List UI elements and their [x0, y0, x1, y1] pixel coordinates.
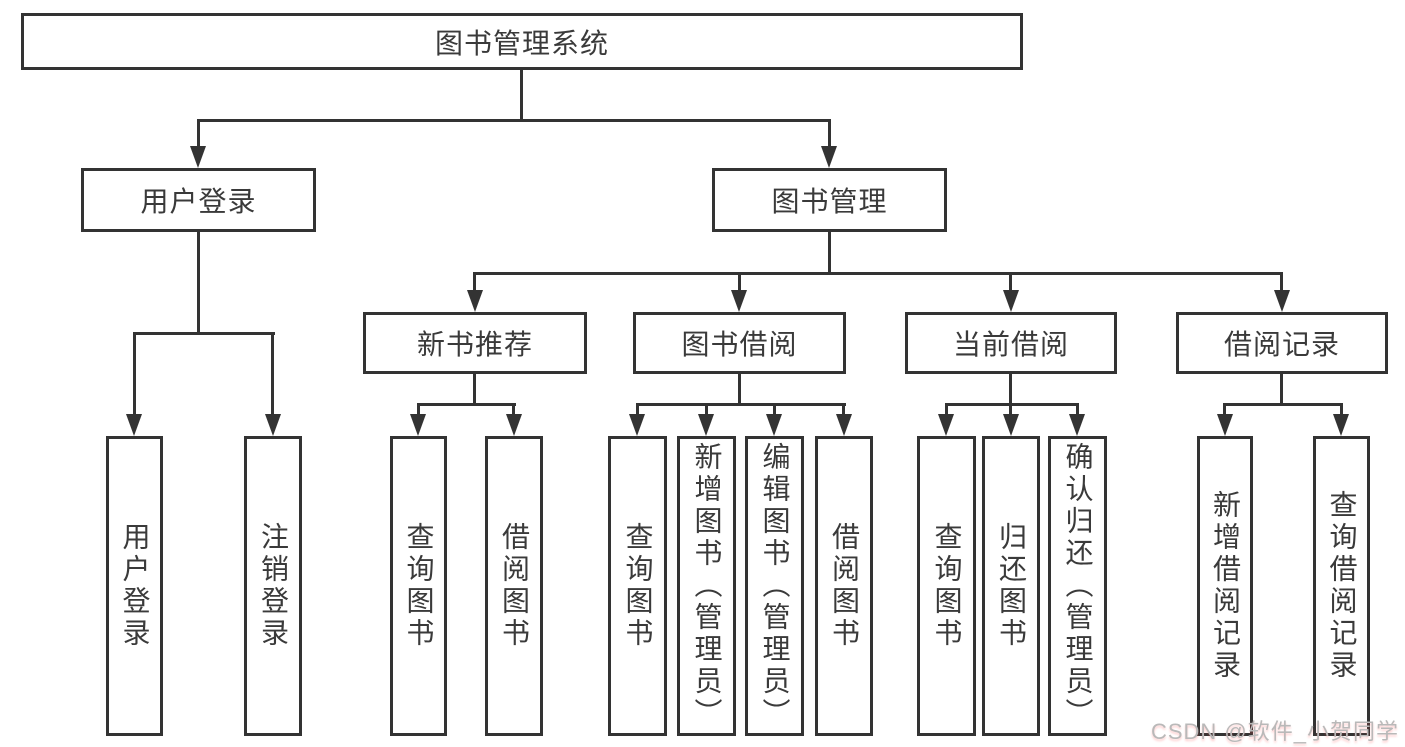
arrow-down-icon [731, 290, 747, 312]
leaf-edit-books-admin: 编辑图书（管理员） [745, 436, 804, 736]
arrow-down-icon [821, 146, 837, 168]
node-user-login: 用户登录 [81, 168, 316, 232]
node-book-borrow: 图书借阅 [633, 312, 846, 374]
leaf-query-books-borrow: 查询图书 [608, 436, 667, 736]
arrow-down-icon [265, 414, 281, 436]
node-label: 新书推荐 [416, 329, 533, 360]
arrow-down-icon [698, 414, 714, 436]
leaf-query-books-current: 查询图书 [917, 436, 976, 736]
node-label: 查询图书 [931, 522, 963, 650]
node-label: 查询图书 [622, 522, 654, 650]
connector-shaft-leaf [842, 403, 845, 418]
node-borrow-records: 借阅记录 [1176, 312, 1388, 374]
connector-shaft-leaf [1223, 403, 1226, 418]
node-book-management: 图书管理 [712, 168, 947, 232]
node-label: 图书管理系统 [434, 27, 609, 59]
node-label: 注销登录 [258, 522, 289, 650]
leaf-add-books-admin: 新增图书（管理员） [677, 436, 736, 736]
connector-shaft-leaf [1076, 403, 1079, 418]
node-label: 借阅记录 [1223, 329, 1340, 360]
connector-root-drop [520, 70, 523, 121]
leaf-return-books: 归还图书 [982, 436, 1040, 736]
connector-shaft-l3 [1009, 272, 1012, 294]
node-label: 用户登录 [119, 522, 151, 650]
connector-shaft-leaf [133, 332, 136, 420]
connector-shaft-leaf [417, 403, 420, 418]
arrow-down-icon [938, 414, 954, 436]
node-label: 图书借阅 [681, 329, 798, 360]
connector-group-drop [738, 374, 741, 406]
connector-group-splitter [945, 403, 1079, 406]
connector-group-splitter [1223, 403, 1343, 406]
node-library-management-system: 图书管理系统 [21, 13, 1023, 70]
node-label: 查询借阅记录 [1326, 490, 1358, 682]
connector-group-drop [1280, 374, 1283, 406]
arrow-down-icon [629, 414, 645, 436]
connector-login-splitter [133, 332, 275, 335]
leaf-borrow-books: 借阅图书 [815, 436, 873, 736]
connector-shaft-leaf [512, 403, 515, 418]
node-label: 图书管理 [771, 186, 888, 217]
node-label: 借阅图书 [499, 522, 530, 650]
connector-shaft-user-login [197, 119, 200, 152]
node-label: 新增图书（管理员） [691, 442, 723, 730]
connector-shaft-book-mgmt [828, 119, 831, 152]
leaf-logout: 注销登录 [244, 436, 302, 736]
node-label: 归还图书 [996, 522, 1027, 650]
connector-shaft-l3 [738, 272, 741, 294]
arrow-down-icon [1003, 414, 1019, 436]
connector-shaft-leaf [1009, 403, 1012, 418]
arrow-down-icon [1069, 414, 1085, 436]
connector-group-splitter [417, 403, 516, 406]
connector-shaft-l3 [473, 272, 476, 294]
arrow-down-icon [190, 146, 206, 168]
connector-shaft-leaf [705, 403, 708, 418]
arrow-down-icon [766, 414, 782, 436]
node-label: 新增借阅记录 [1210, 490, 1241, 682]
node-label: 查询图书 [403, 522, 435, 650]
arrow-down-icon [410, 414, 426, 436]
connector-group-drop [473, 374, 476, 406]
node-label: 用户登录 [140, 186, 257, 217]
arrow-down-icon [1274, 290, 1290, 312]
connector-shaft-l3 [1280, 272, 1283, 294]
node-new-book-recommend: 新书推荐 [363, 312, 587, 374]
arrow-down-icon [1217, 414, 1233, 436]
connector-shaft-leaf [773, 403, 776, 418]
connector-mgmt-splitter [473, 272, 1283, 275]
leaf-confirm-return-admin: 确认归还（管理员） [1048, 436, 1107, 736]
arrow-down-icon [506, 414, 522, 436]
connector-shaft-leaf [945, 403, 948, 418]
node-current-borrow: 当前借阅 [905, 312, 1117, 374]
connector-group-splitter [636, 403, 846, 406]
connector-login-drop [197, 232, 200, 335]
arrow-down-icon [1003, 290, 1019, 312]
connector-shaft-leaf [636, 403, 639, 418]
node-label: 确认归还（管理员） [1062, 442, 1094, 730]
node-label: 当前借阅 [952, 329, 1069, 360]
leaf-add-borrow-record: 新增借阅记录 [1197, 436, 1253, 736]
connector-group-drop [1009, 374, 1012, 406]
leaf-user-login: 用户登录 [106, 436, 163, 736]
connector-shaft-leaf [271, 332, 274, 420]
leaf-borrow-books-recommend: 借阅图书 [485, 436, 543, 736]
arrow-down-icon [1333, 414, 1349, 436]
arrow-down-icon [467, 290, 483, 312]
arrow-down-icon [126, 414, 142, 436]
node-label: 编辑图书（管理员） [759, 442, 791, 730]
leaf-query-borrow-record: 查询借阅记录 [1313, 436, 1370, 736]
csdn-watermark: CSDN @软件_小贺同学 [1150, 719, 1399, 744]
node-label: 借阅图书 [829, 522, 860, 650]
connector-root-splitter [197, 119, 831, 122]
leaf-query-books-recommend: 查询图书 [390, 436, 447, 736]
arrow-down-icon [836, 414, 852, 436]
connector-mgmt-drop [828, 232, 831, 275]
connector-shaft-leaf [1340, 403, 1343, 418]
